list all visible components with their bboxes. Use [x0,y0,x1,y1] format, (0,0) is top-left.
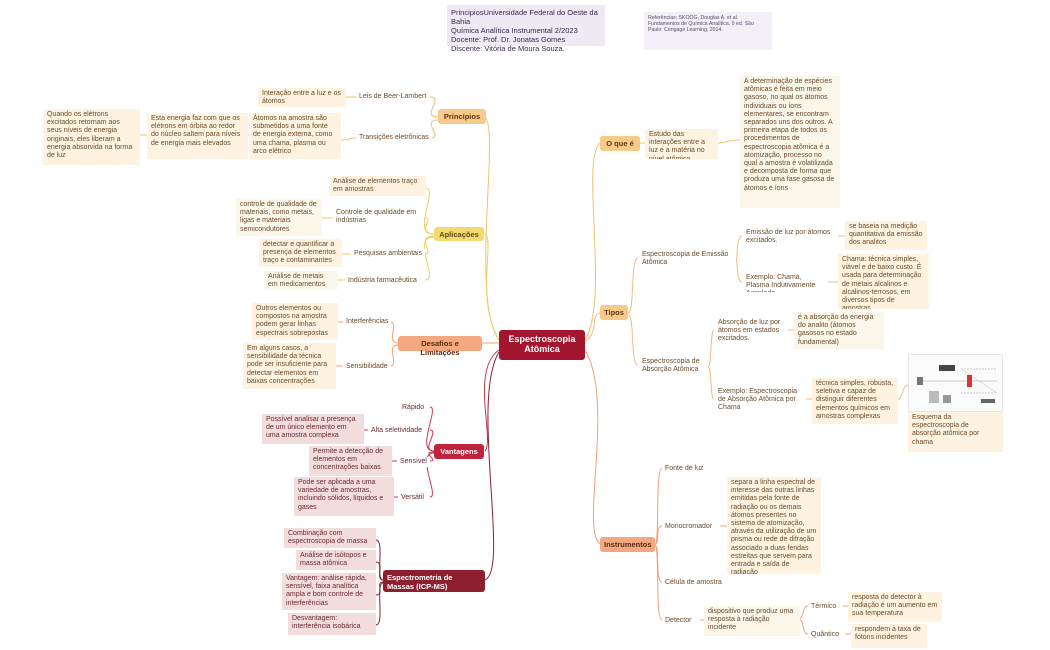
o-que-e-long-desc: A determinação de espécies atômicas é fe… [740,76,840,208]
node-rapido[interactable]: Rápido [399,403,428,413]
central-topic[interactable]: Espectroscopia Atômica [499,330,585,360]
monocromador-desc: separa a linha espectral de interesse da… [727,477,821,574]
node-absorcao[interactable]: Espectroscopia de Absorção Atômica [642,358,700,374]
quantico-desc: respondem à taxa de fótons incidentes [851,624,927,648]
beer-lambert-desc: Interação entre a luz e os átomos [258,88,346,107]
node-sensibilidade[interactable]: Sensibilidade [343,362,391,372]
header-line-3: Docente: Prof. Dr. Jonatas Gomes [451,35,566,44]
node-monocromador[interactable]: Monocromador [662,522,716,532]
branch-icp-ms[interactable]: Espectrometria de Massas (ICP-MS) [383,570,485,592]
node-analise-traco[interactable]: Análise de elementos traço em amostras [329,176,426,196]
node-detector[interactable]: Detector [662,616,695,626]
image-caption: Esquema da espectroscopia de absorção at… [908,412,1003,452]
node-transicoes[interactable]: Transições eletrônicas [356,133,432,143]
transicoes-desc-2: Esta energia faz com que os elétrons em … [147,113,248,159]
node-versatil[interactable]: Versátil [398,493,427,503]
node-celula-amostra[interactable]: Célula de amostra [662,578,725,588]
icpms-isotopos: Análise de isótopos e massa atômica [296,550,376,570]
node-interferencias[interactable]: Interferências [343,317,392,327]
header-line-1: PrincipiosUniversidade Federal do Oeste … [451,8,598,26]
node-exemplo-chama-plasma[interactable]: Exemplo: Chama, Plasma Indutivamente Aco… [746,274,816,292]
node-emissao-luz[interactable]: Emissão de luz por átomos excitados. [746,229,831,245]
node-alta-seletividade[interactable]: Alta seletividade [368,426,425,436]
node-pesquisas-ambientais[interactable]: Pesquisas ambientais [351,249,426,259]
branch-aplicacoes[interactable]: Aplicações [434,227,484,241]
branch-vantagens[interactable]: Vantagens [434,444,484,459]
icpms-vantagem: Vantagem: análise rápida, sensível, faix… [282,573,376,610]
node-fonte-de-luz[interactable]: Fonte de luz [662,464,707,474]
versatil-desc: Pode ser aplicada a uma variedade de amo… [294,477,394,516]
pesquisas-ambientais-desc: detectar e quantificar a presença de ele… [259,239,342,267]
absorcao-luz-desc: é a absorção da energia do analito (átom… [794,312,884,349]
industria-farmaceutica-desc: Análise de metais em medicamentos [264,271,337,290]
node-absorcao-luz[interactable]: Absorção de luz por átomos em estados ex… [718,319,781,343]
branch-instrumentos[interactable]: Instrumentos [600,537,655,552]
emissao-luz-desc: se baseia na medição quantitativa da emi… [845,221,927,250]
termico-desc: resposta do detector à radiação é um aum… [848,592,942,622]
transicoes-desc-1: Átomos na amostra são submetidos a uma f… [249,113,341,159]
branch-o-que-e[interactable]: O que é [600,136,640,151]
node-termico[interactable]: Térmico [808,602,840,612]
aa-chama-desc: técnica simples, robusta, seletiva e cap… [812,378,898,424]
icpms-combinacao: Combinação com espectroscopia de massa [284,528,376,548]
node-sensivel[interactable]: Sensível [397,457,430,467]
node-industria-farmaceutica[interactable]: Indústria farmacêutica [345,276,420,286]
references-box: Referências: SKOOG, Douglas A. et al. Fu… [644,12,772,50]
controle-qualidade-desc: controle de qualidade de materiais, como… [236,199,322,236]
branch-tipos[interactable]: Tipos [600,305,628,320]
course-header: PrincipiosUniversidade Federal do Oeste … [447,5,605,53]
alta-seletividade-desc: Possível analisar a presença de um único… [262,414,364,444]
header-line-4: Discente: Vitória de Moura Souza. [451,44,565,53]
schematic-illustration [917,365,998,403]
node-controle-qualidade[interactable]: Controle de qualidade em indústrias [336,209,417,224]
branch-desafios[interactable]: Desafios e Limitações [398,336,482,357]
chama-desc: Chama: técnica simples, viável e de baix… [838,254,929,309]
interferencias-desc: Outros elementos ou compostos na amostra… [252,303,338,340]
header-line-2: Química Analítica Instrumental 2/2023 [451,26,578,35]
transicoes-desc-3: Quando os elétrons excitados retornam ao… [43,109,140,165]
sensibilidade-desc: Em alguns casos, a sensibilidade da técn… [243,343,336,389]
node-exemplo-aa-chama[interactable]: Exemplo: Espectroscopia de Absorção Atôm… [718,388,797,412]
o-que-e-desc: Estudo das interações entre a luz e a ma… [645,129,718,159]
icpms-desvantagem: Desvantagem: interferência isobárica [288,613,376,635]
aa-schematic-image [908,354,1003,412]
node-beer-lambert[interactable]: Leis de Beer-Lambert [356,92,430,102]
detector-desc: dispositivo que produz uma resposta à ra… [704,606,800,636]
branch-principios[interactable]: Princípios [438,109,486,124]
node-quantico[interactable]: Quântico [808,630,843,640]
sensivel-desc: Permite a detecção de elementos em conce… [309,446,392,476]
node-emissao[interactable]: Espectroscopia de Emissão Atômica [642,251,729,267]
